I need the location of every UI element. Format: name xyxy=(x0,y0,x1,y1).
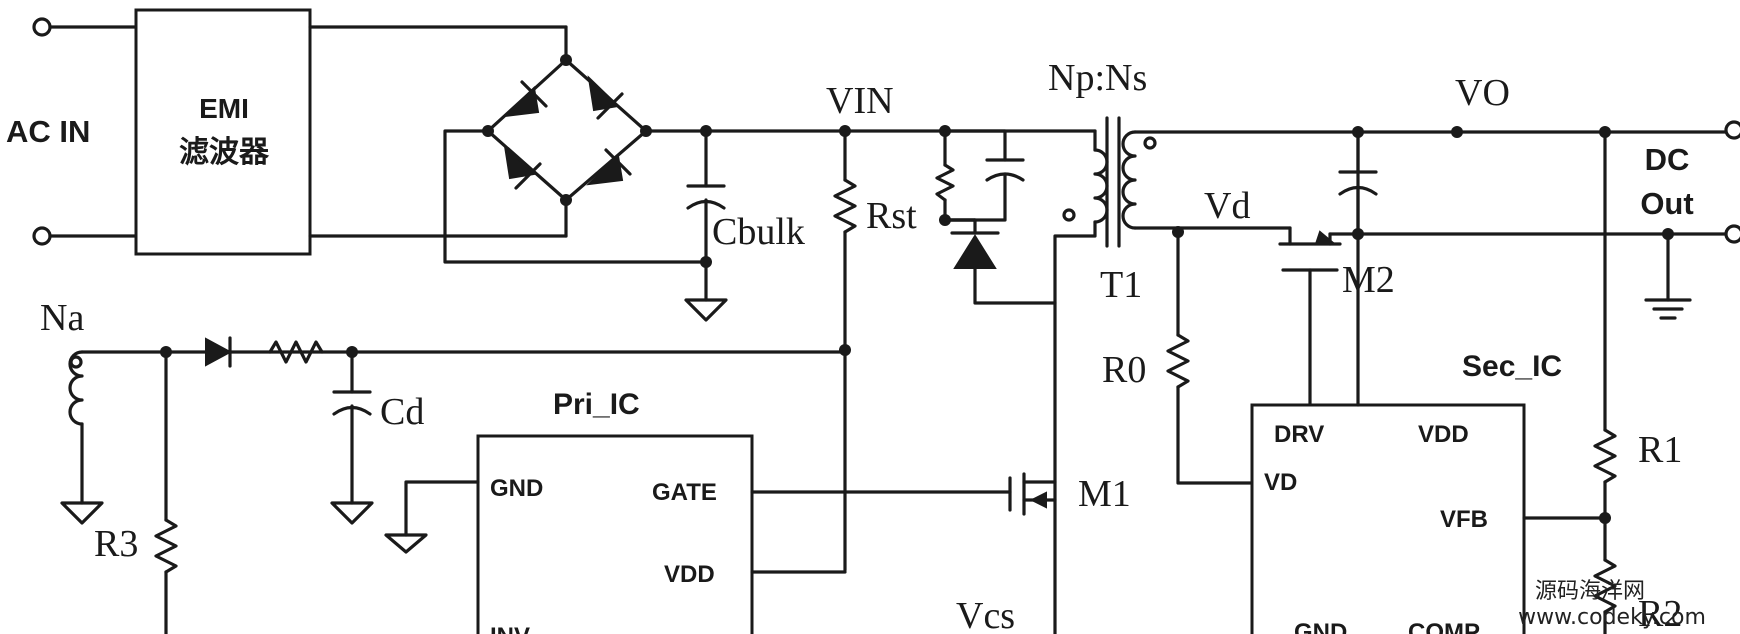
bridge-diode-1 xyxy=(502,85,540,118)
sec-pin-vd: VD xyxy=(1264,469,1297,496)
sec-ic-title: Sec_IC xyxy=(1462,350,1562,383)
vo-label: VO xyxy=(1455,72,1510,114)
primary-dot-icon xyxy=(1062,208,1076,222)
vd-label: Vd xyxy=(1204,185,1250,227)
rcd-snubber xyxy=(935,129,1057,305)
aux-diode xyxy=(205,337,233,367)
pri-ic: Pri_IC GND GATE VDD INV xyxy=(384,388,1012,634)
bridge-diode-3 xyxy=(503,143,537,180)
vcs-label: Vcs xyxy=(956,595,1015,634)
bridge-diode-2 xyxy=(587,75,621,112)
r3-label: R3 xyxy=(94,523,138,565)
aux-winding: Na R3 Cd xyxy=(40,297,847,634)
secondary-output: VO Vd DC Out xyxy=(1133,72,1740,320)
bridge-rectifier xyxy=(308,25,708,264)
dc-out-sublabel: Out xyxy=(1640,186,1693,221)
mosfet-m1: M1 Vcs xyxy=(956,472,1131,634)
ac-input: AC IN xyxy=(6,17,138,246)
m1-label: M1 xyxy=(1078,473,1131,515)
ac-terminal-bottom xyxy=(32,226,52,246)
sec-pin-comp: COMP xyxy=(1408,619,1480,634)
watermark-line1: 源码海洋网 xyxy=(1535,579,1645,604)
ground-icon xyxy=(384,533,428,554)
rst-resistor: Rst xyxy=(833,129,917,572)
r2-label: R2 xyxy=(1638,593,1682,634)
dc-terminal-top xyxy=(1724,120,1740,140)
r0-resistor: R0 xyxy=(1102,230,1254,485)
watermark-line2: www.codeky.com xyxy=(1518,605,1706,630)
emi-filter: EMI 滤波器 xyxy=(134,8,312,256)
cbulk-capacitor: Cbulk xyxy=(684,129,805,322)
pri-pin-inv: INV xyxy=(490,623,530,634)
secondary-dot-icon xyxy=(1143,136,1157,150)
pri-pin-gate: GATE xyxy=(652,479,717,506)
pri-pin-gnd: GND xyxy=(490,475,543,502)
dc-out-label: DC xyxy=(1645,142,1690,177)
cd-label: Cd xyxy=(380,391,424,433)
emi-filter-label: EMI xyxy=(199,93,249,124)
ground-icon xyxy=(60,501,104,525)
m2-label: M2 xyxy=(1342,259,1395,301)
vin-label: VIN xyxy=(826,80,894,122)
pri-pin-vdd: VDD xyxy=(664,561,715,588)
ac-terminal-top xyxy=(32,17,52,37)
ac-in-label: AC IN xyxy=(6,114,90,149)
r1-label: R1 xyxy=(1638,429,1682,471)
pri-ic-title: Pri_IC xyxy=(553,388,640,421)
mosfet-m2: M2 xyxy=(1278,226,1395,407)
na-label: Na xyxy=(40,297,84,339)
t1-label: T1 xyxy=(1100,264,1142,306)
sec-pin-vfb: VFB xyxy=(1440,506,1488,533)
feedback-divider: R1 R2 xyxy=(1593,130,1682,634)
vin-rail: VIN xyxy=(644,80,1097,137)
emi-filter-sublabel: 滤波器 xyxy=(179,136,270,169)
turns-ratio-label: Np:Ns xyxy=(1048,57,1147,99)
aux-dot-icon xyxy=(69,355,83,369)
sec-pin-vdd: VDD xyxy=(1418,421,1469,448)
cbulk-label: Cbulk xyxy=(712,211,805,253)
bridge-diode-4 xyxy=(586,153,624,186)
snubber-diode xyxy=(953,234,997,269)
sec-pin-drv: DRV xyxy=(1274,421,1324,448)
ground-icon xyxy=(684,298,728,322)
transformer-t1: Np:Ns T1 xyxy=(1048,57,1157,634)
watermark: 源码海洋网 www.codeky.com xyxy=(1518,579,1706,630)
r0-label: R0 xyxy=(1102,349,1146,391)
sec-ic: Sec_IC DRV VDD VD VFB GND COMP xyxy=(1250,130,1611,634)
sec-pin-gnd: GND xyxy=(1294,619,1347,634)
ground-icon xyxy=(330,501,374,525)
rst-label: Rst xyxy=(866,195,917,237)
dc-terminal-bottom xyxy=(1724,224,1740,244)
